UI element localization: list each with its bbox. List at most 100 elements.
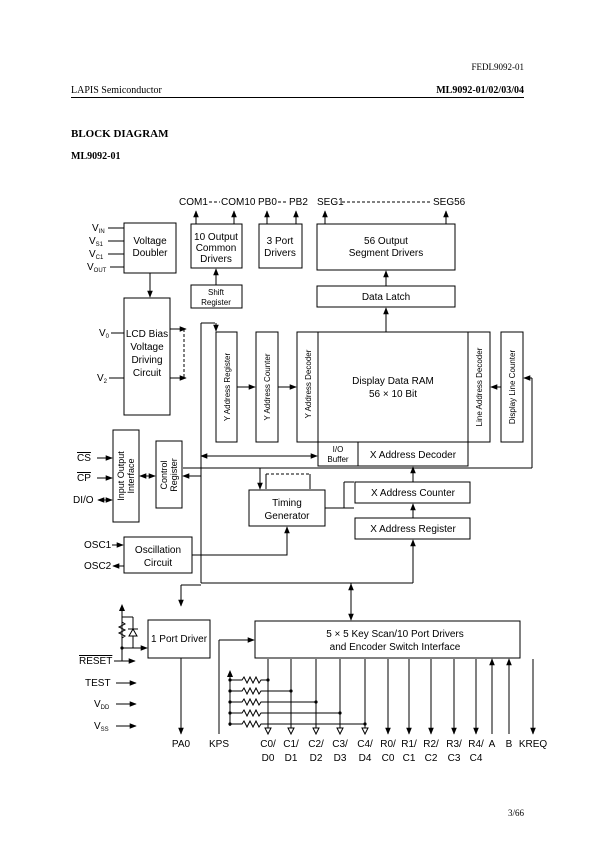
y-address-counter-block: Y Address Counter [255,331,279,443]
pin-osc1: OSC1 [84,540,112,551]
svg-text:Y Address Counter: Y Address Counter [263,353,272,420]
timing-generator-block: Timing Generator [248,489,326,527]
x-address-register-block: X Address Register [354,517,471,540]
pin-vdd: VDD [94,699,110,711]
svg-text:Control: Control [159,460,169,489]
voltage-doubler-block: Voltage Doubler [123,222,177,274]
y-address-decoder-block: Y Address Decoder [296,331,319,443]
bottom-pin-sublabel: D2 [310,753,323,764]
svg-text:V0: V0 [99,328,110,340]
pull-up-resistor [230,675,268,685]
svg-text:Display Data RAM: Display Data RAM [352,376,434,387]
svg-text:Register: Register [201,298,231,307]
bottom-pin-label: C3/ [332,739,348,750]
svg-text:I/O: I/O [333,445,344,454]
bottom-pin-label: R1/ [401,739,417,750]
document-id: FEDL9092-01 [471,62,525,72]
data-latch-block: Data Latch [316,285,456,308]
bottom-pin-label: C1/ [283,739,299,750]
svg-text:Input Output: Input Output [116,451,126,501]
control-register-block: Control Register [155,440,183,509]
svg-text:Driving: Driving [131,355,162,366]
bottom-pin-label: B [506,739,513,750]
pin-vss: VSS [94,721,109,733]
svg-text:Display Line Counter: Display Line Counter [508,350,517,425]
x-address-decoder-block: X Address Decoder [357,441,469,467]
svg-text:Oscillation: Oscillation [135,545,181,556]
display-line-counter-block: Display Line Counter [500,331,524,443]
svg-text:LCD Bias: LCD Bias [126,329,168,340]
svg-text:VSS: VSS [94,721,109,733]
bottom-pin-sublabel: D3 [334,753,347,764]
bottom-pin-sublabel: C3 [448,753,461,764]
svg-text:Voltage: Voltage [133,236,167,247]
svg-text:and Encoder Switch Interface: and Encoder Switch Interface [330,642,461,653]
pin-osc2: OSC2 [84,561,112,572]
pin-vs1: VS1 [89,236,104,248]
pb0-label: PB0 [258,197,277,208]
svg-text:Circuit: Circuit [133,368,162,379]
bottom-pin-sublabel: D0 [262,753,275,764]
svg-text:VOUT: VOUT [87,262,107,274]
io-buffer-block: I/O Buffer [317,441,359,467]
company-name: LAPIS Semiconductor [71,85,162,96]
bottom-pin-label: C0/ [260,739,276,750]
svg-text:Circuit: Circuit [144,558,173,569]
subsection-title: ML9092-01 [71,151,121,162]
common-drivers-block: 10 Output Common Drivers [190,223,243,269]
svg-text:3 Port: 3 Port [267,236,294,247]
pin-v2: V2 [97,373,108,385]
svg-text:56 Output: 56 Output [364,236,408,247]
shift-register-block: Shift Register [190,284,243,309]
pin-test: TEST [85,678,111,689]
svg-text:Interface: Interface [126,458,136,493]
bottom-pin-label: R0/ [380,739,396,750]
seg56-label: SEG56 [433,197,466,208]
svg-text:Drivers: Drivers [264,248,296,259]
svg-text:Timing: Timing [272,498,302,509]
x-address-counter-block: X Address Counter [354,481,471,504]
header-rule [71,97,524,98]
bottom-pin-label: PA0 [172,739,191,750]
pin-cs: CS [77,453,91,464]
svg-text:VS1: VS1 [89,236,104,248]
pin-dio: DI/O [73,495,94,506]
bottom-pin-sublabel: D1 [285,753,298,764]
bottom-pin-sublabel: C1 [403,753,416,764]
svg-text:Segment Drivers: Segment Drivers [349,248,423,259]
svg-text:56 × 10 Bit: 56 × 10 Bit [369,389,417,400]
port-drivers-3-block: 3 Port Drivers [258,223,303,269]
svg-text:X Address Counter: X Address Counter [371,488,456,499]
y-address-register-block: Y Address Register [215,331,238,443]
svg-text:X Address Register: X Address Register [370,524,456,535]
pull-up-resistor [230,697,316,707]
seg1-label: SEG1 [317,197,344,208]
bottom-pin-label: C2/ [308,739,324,750]
bottom-pin-label: A [489,739,496,750]
pull-up-resistor [230,686,291,696]
oscillation-circuit-block: Oscillation Circuit [123,536,193,574]
svg-text:Buffer: Buffer [327,455,349,464]
svg-text:Voltage: Voltage [130,342,164,353]
svg-text:Register: Register [169,458,179,492]
svg-text:VIN: VIN [92,223,105,235]
port-driver-1-block: 1 Port Driver [147,619,211,659]
svg-text:V2: V2 [97,373,108,385]
svg-text:Line Address Decoder: Line Address Decoder [475,347,484,426]
pull-up-resistor [230,719,365,729]
svg-text:Common: Common [196,243,237,254]
bottom-pin-sublabel: C2 [425,753,438,764]
bottom-pin-label: R2/ [423,739,439,750]
svg-text:Doubler: Doubler [132,248,168,259]
bottom-pin-sublabel: C0 [382,753,395,764]
pin-reset: RESET [79,656,112,667]
bottom-pin-sublabel: C4 [470,753,483,764]
pull-up-resistor [230,708,340,718]
pin-v0: V0 [99,328,110,340]
display-ram-block: Display Data RAM 56 × 10 Bit [317,331,469,443]
svg-text:Drivers: Drivers [200,254,232,265]
bottom-pin-label: KPS [209,739,229,750]
section-title: BLOCK DIAGRAM [71,128,169,140]
